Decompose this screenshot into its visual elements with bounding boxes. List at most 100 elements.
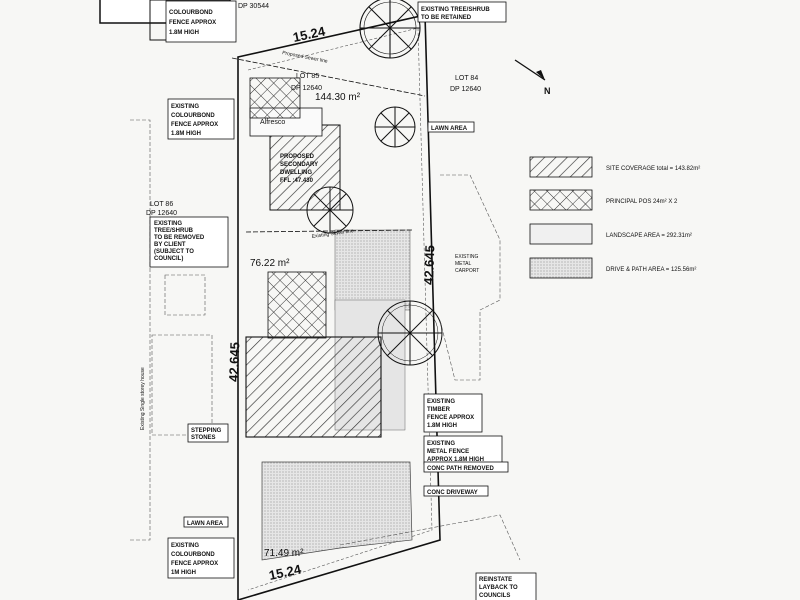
carport-label: EXISTING METAL CARPORT [455, 254, 479, 274]
lot-84-label: LOT 84 [455, 75, 478, 82]
note-fence-top: COLOURBOND FENCE APPROX 1.8M HIGH [165, 0, 237, 43]
note-conc-path-removed: CONC PATH REMOVED [423, 461, 509, 473]
note-fence-bottom: EXISTING COLOURBOND FENCE APPROX 1M HIGH [167, 537, 235, 579]
svg-text:FENCE APPROX: FENCE APPROX [171, 122, 218, 128]
svg-text:PROPOSED: PROPOSED [280, 154, 315, 160]
svg-text:TREE/SHRUB: TREE/SHRUB [154, 228, 194, 234]
dimension-side-left: 42.645 [226, 342, 242, 382]
legend-item-site-coverage: SITE COVERAGE total = 143.82m² [529, 156, 700, 178]
svg-text:COUNCILS: COUNCILS [479, 593, 510, 599]
alfresco-label: Alfresco [260, 119, 285, 126]
note-lawn-area-left: LAWN AREA [183, 516, 229, 528]
legend-item-drive-path: DRIVE & PATH AREA = 125.56m² [529, 257, 696, 279]
svg-text:1M HIGH: 1M HIGH [171, 570, 196, 576]
svg-text:(SUBJECT TO: (SUBJECT TO [154, 249, 194, 255]
svg-text:EXISTING: EXISTING [154, 221, 182, 227]
area-middle-pos: 76.22 m² [250, 258, 290, 269]
svg-text:EXISTING: EXISTING [455, 254, 478, 260]
svg-text:APPROX 1.8M HIGH: APPROX 1.8M HIGH [427, 457, 484, 463]
note-conc-driveway: CONC DRIVEWAY [423, 485, 489, 497]
legend-item-landscape: LANDSCAPE AREA = 292.31m² [529, 223, 692, 245]
svg-text:COLOURBOND: COLOURBOND [171, 552, 215, 558]
pos-crosshatch-rear [249, 77, 301, 119]
area-rear-pos: 144.30 m² [315, 92, 361, 103]
svg-text:TO BE RETAINED: TO BE RETAINED [421, 15, 472, 21]
note-metal-fence: EXISTING METAL FENCE APPROX 1.8M HIGH [423, 435, 503, 465]
svg-text:CONC PATH REMOVED: CONC PATH REMOVED [427, 466, 494, 472]
pos-crosshatch-middle [267, 271, 327, 339]
svg-text:LAWN AREA: LAWN AREA [431, 126, 468, 132]
svg-text:SECONDARY: SECONDARY [280, 162, 318, 168]
svg-text:FENCE APPROX: FENCE APPROX [427, 415, 474, 421]
note-tree-retained: EXISTING TREE/SHRUB TO BE RETAINED [417, 1, 507, 23]
note-lawn-area-right: LAWN AREA [427, 121, 475, 133]
svg-text:STEPPING: STEPPING [191, 428, 222, 434]
svg-text:LAWN AREA: LAWN AREA [187, 521, 224, 527]
proposed-sewer-line [231, 57, 426, 97]
svg-text:COUNCIL): COUNCIL) [154, 256, 183, 262]
svg-text:DRIVE & PATH AREA = 125.56m²: DRIVE & PATH AREA = 125.56m² [606, 267, 696, 273]
note-timber-fence: EXISTING TIMBER FENCE APPROX 1.8M HIGH [423, 393, 483, 433]
svg-text:1.8M HIGH: 1.8M HIGH [171, 131, 201, 137]
svg-text:EXISTING TREE/SHRUB: EXISTING TREE/SHRUB [421, 7, 490, 13]
north-arrow-label: N [544, 86, 551, 96]
note-fence-left: EXISTING COLOURBOND FENCE APPROX 1.8M HI… [167, 98, 235, 140]
lot-84-dp: DP 12640 [450, 86, 481, 93]
existing-house-label: Existing Single storey house [140, 367, 146, 430]
dimension-frontage-top: 15.24 [292, 23, 328, 45]
svg-text:COLOURBOND: COLOURBOND [169, 10, 213, 16]
north-arrow: N [514, 59, 551, 96]
svg-text:TO BE REMOVED: TO BE REMOVED [154, 235, 205, 241]
svg-text:SITE COVERAGE total = 143.82m: SITE COVERAGE total = 143.82m² [606, 166, 700, 172]
existing-house-footprint [245, 336, 382, 438]
svg-text:DWELLING: DWELLING [280, 170, 312, 176]
dimension-frontage-bottom: 15.24 [268, 561, 304, 583]
note-stepping-stones: STEPPING STONES [187, 423, 229, 443]
neighbour-outlines [130, 119, 521, 561]
legend: SITE COVERAGE total = 143.82m² PRINCIPAL… [529, 156, 700, 279]
svg-text:EXISTING: EXISTING [427, 441, 455, 447]
svg-text:TIMBER: TIMBER [427, 407, 451, 413]
svg-text:LANDSCAPE AREA = 292.31m²: LANDSCAPE AREA = 292.31m² [606, 233, 692, 239]
svg-text:FFL :47.430: FFL :47.430 [280, 178, 314, 184]
svg-text:CONC DRIVEWAY: CONC DRIVEWAY [427, 490, 478, 496]
svg-text:1.8M HIGH: 1.8M HIGH [169, 30, 199, 36]
lot-85-label: LOT 85 [296, 73, 319, 80]
note-reinstate-layback: REINSTATE LAYBACK TO COUNCILS [475, 572, 537, 600]
lot-86-dp: DP 12640 [146, 210, 177, 217]
svg-text:METAL FENCE: METAL FENCE [427, 449, 469, 455]
boundary-setback-line [247, 27, 433, 591]
svg-text:METAL: METAL [455, 261, 472, 267]
secondary-dwelling-label: PROPOSED SECONDARY DWELLING FFL :47.430 [280, 154, 318, 184]
drive-area [261, 461, 413, 561]
svg-text:EXISTING: EXISTING [171, 543, 199, 549]
svg-text:COLOURBOND: COLOURBOND [171, 113, 215, 119]
svg-text:FENCE APPROX: FENCE APPROX [169, 20, 216, 26]
svg-text:EXISTING: EXISTING [171, 104, 199, 110]
tree-east [377, 300, 443, 366]
tree-retained [359, 0, 421, 59]
existing-sewer-label: Existing Sewer line [311, 228, 354, 240]
svg-text:1.8M HIGH: 1.8M HIGH [427, 423, 457, 429]
svg-text:FENCE APPROX: FENCE APPROX [171, 561, 218, 567]
lot-top-dp: DP 30544 [238, 3, 269, 10]
note-tree-removed: EXISTING TREE/SHRUB TO BE REMOVED BY CLI… [149, 216, 229, 268]
svg-text:EXISTING: EXISTING [427, 399, 455, 405]
svg-text:LAYBACK TO: LAYBACK TO [479, 585, 518, 591]
lot-86-label: LOT 86 [150, 201, 173, 208]
svg-text:CARPORT: CARPORT [455, 268, 479, 274]
area-front-pos: 71.49 m² [264, 548, 304, 559]
legend-item-principal-pos: PRINCIPAL POS 24m² X 2 [529, 189, 678, 211]
svg-text:STONES: STONES [191, 435, 216, 441]
svg-text:BY CLIENT: BY CLIENT [154, 242, 186, 248]
secondary-dwelling-footprint [269, 124, 341, 211]
dimension-side-right: 42.645 [421, 245, 437, 285]
svg-text:REINSTATE: REINSTATE [479, 577, 512, 583]
tree-lawn [374, 106, 416, 148]
svg-text:PRINCIPAL POS 24m² X 2: PRINCIPAL POS 24m² X 2 [606, 199, 678, 205]
landscape-area-east [334, 229, 411, 311]
lot-85-dp: DP 12640 [291, 85, 322, 92]
tree-to-be-removed [306, 186, 354, 234]
